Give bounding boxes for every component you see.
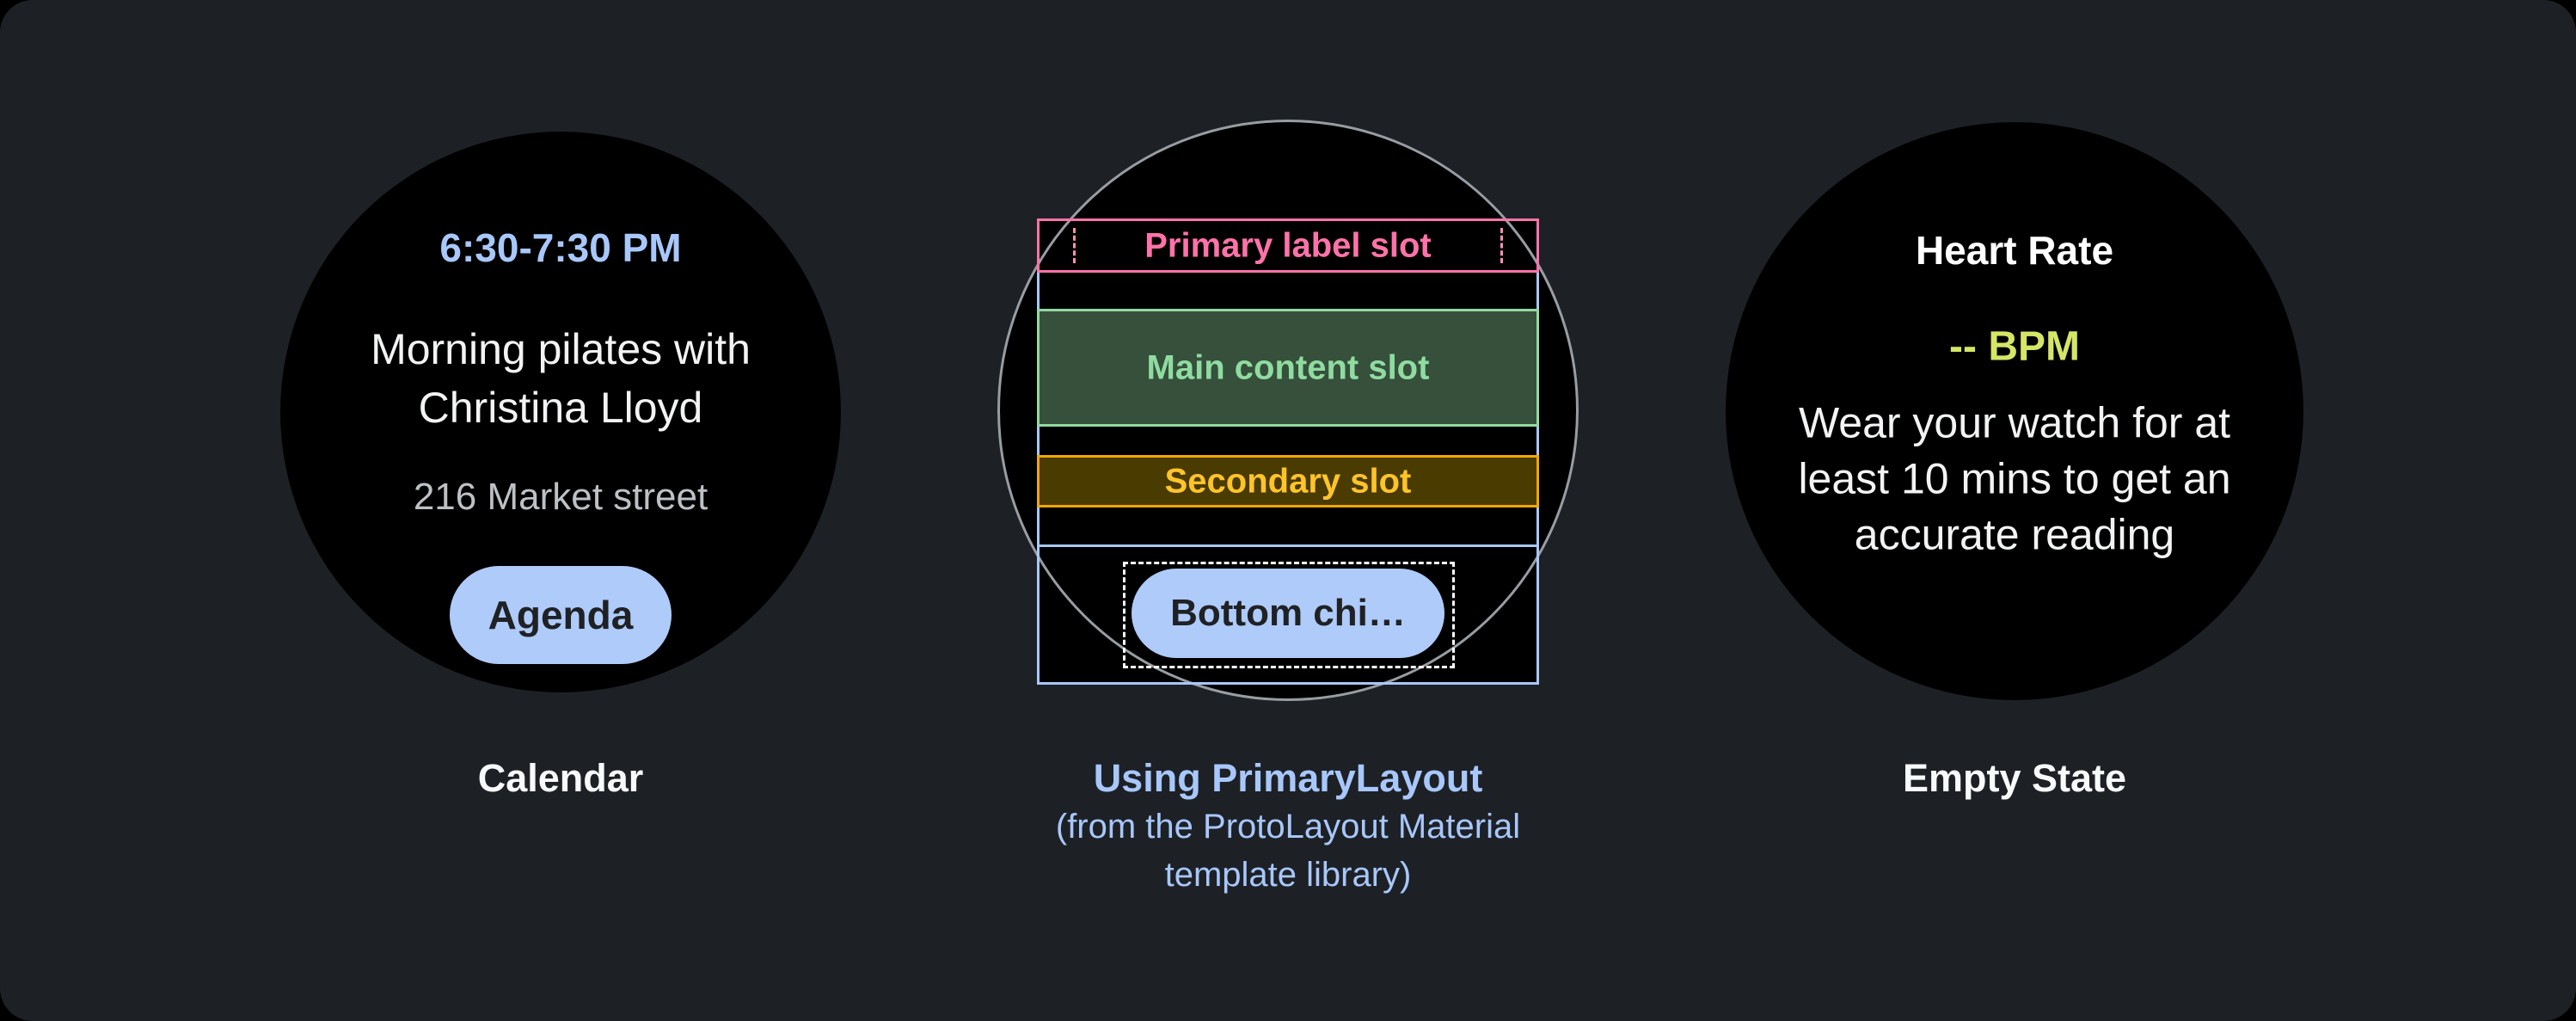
- bottom-chip-label: Bottom chi…: [1170, 592, 1406, 634]
- calendar-event-location: 216 Market street: [413, 476, 708, 518]
- bottom-slot-divider: [1037, 544, 1539, 547]
- calendar-time-range: 6:30-7:30 PM: [439, 225, 682, 270]
- primary-slot-left-margin-guide: [1073, 228, 1076, 263]
- bottom-chip-bounds-guide: [1123, 562, 1455, 668]
- heart-rate-title: Heart Rate: [1915, 228, 2114, 273]
- main-content-slot-label: Main content slot: [1146, 348, 1430, 386]
- primary-label-slot-box: Primary label slot: [1037, 218, 1539, 273]
- agenda-button-label: Agenda: [488, 593, 634, 637]
- calendar-tile-watch: 6:30-7:30 PM Morning pilates with Christ…: [280, 132, 841, 692]
- heart-rate-empty-message: Wear your watch for at least 10 mins to …: [1798, 398, 2231, 559]
- secondary-slot-label: Secondary slot: [1164, 462, 1412, 500]
- watch-bezel-ring: [997, 120, 1579, 701]
- primary-label-slot-label: Primary label slot: [1144, 226, 1432, 264]
- heart-rate-tile-watch: Heart Rate -- BPM Wear your watch for at…: [1726, 122, 2303, 700]
- caption-empty-state: Empty State: [1902, 756, 2127, 800]
- secondary-slot-box: Secondary slot: [1037, 455, 1539, 507]
- agenda-button[interactable]: Agenda: [450, 566, 672, 664]
- calendar-event-title: Morning pilates with Christina Lloyd: [371, 325, 751, 432]
- main-content-slot-box: Main content slot: [1037, 309, 1539, 427]
- caption-using-primary-layout: Using PrimaryLayout: [1093, 756, 1483, 800]
- primary-slot-right-margin-guide: [1500, 228, 1503, 263]
- caption-protolayout-sub-line2: template library): [1164, 856, 1412, 894]
- heart-rate-value: -- BPM: [1949, 323, 2080, 370]
- caption-protolayout-sub-line1: (from the ProtoLayout Material: [1055, 808, 1521, 846]
- caption-calendar: Calendar: [477, 756, 644, 800]
- bottom-chip[interactable]: Bottom chi…: [1132, 569, 1444, 658]
